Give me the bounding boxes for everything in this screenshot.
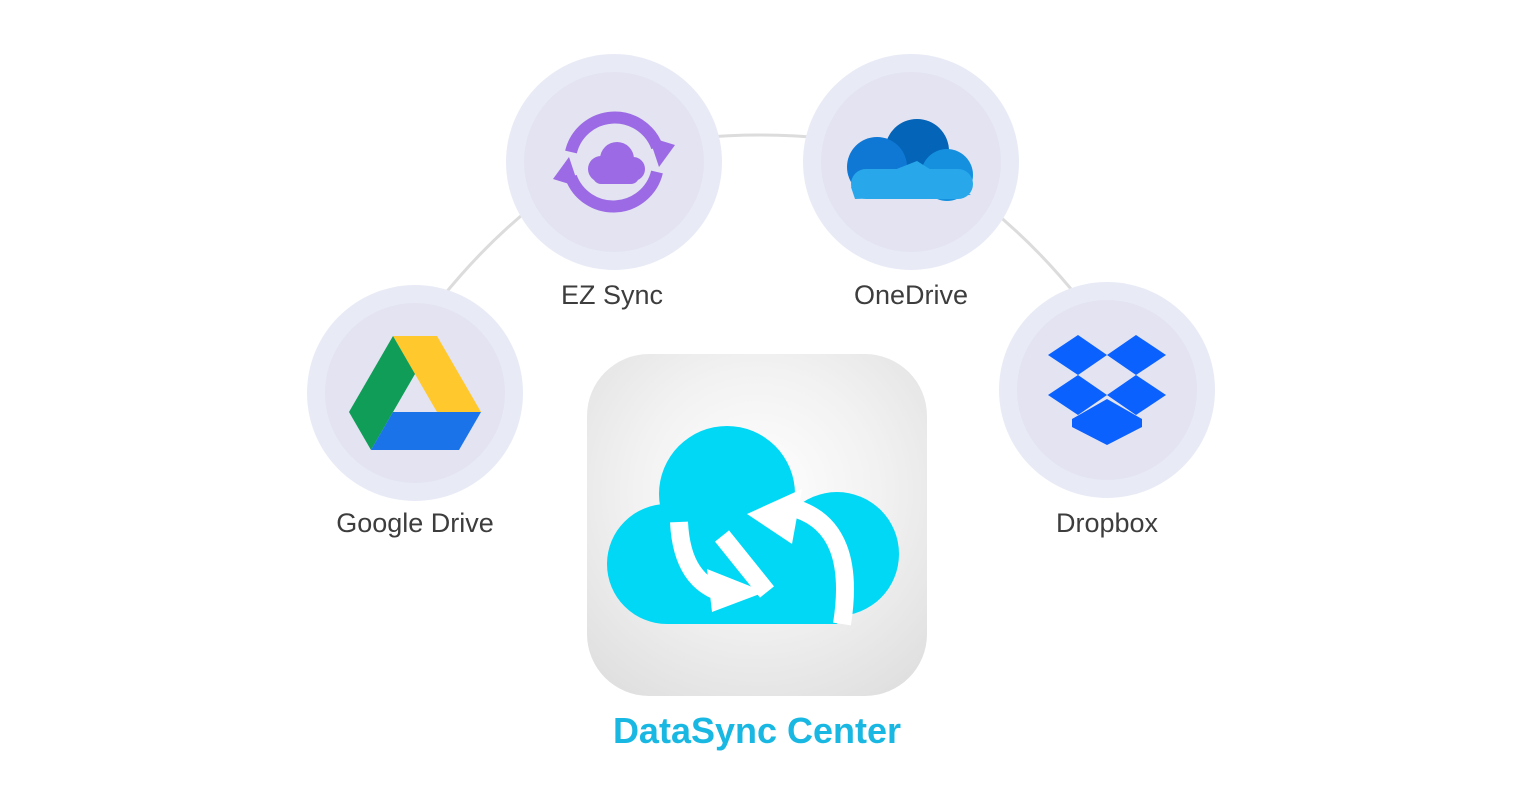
cloud-sync-icon xyxy=(607,426,899,626)
google-drive-icon xyxy=(349,336,481,450)
ez-sync-label: EZ Sync xyxy=(560,280,664,310)
ez-sync-node[interactable] xyxy=(506,54,722,270)
datasync-center-tile[interactable] xyxy=(587,354,927,696)
google-drive-node[interactable] xyxy=(307,285,523,501)
google-drive-label: Google Drive xyxy=(336,508,494,538)
onedrive-label: OneDrive xyxy=(853,280,969,310)
onedrive-icon xyxy=(847,119,973,201)
ez-sync-icon xyxy=(553,111,675,213)
onedrive-node[interactable] xyxy=(803,54,1019,270)
datasync-center-label: DataSync Center xyxy=(612,710,902,751)
dropbox-node[interactable] xyxy=(999,282,1215,498)
dropbox-label: Dropbox xyxy=(1055,508,1159,538)
dropbox-icon xyxy=(1048,335,1166,445)
